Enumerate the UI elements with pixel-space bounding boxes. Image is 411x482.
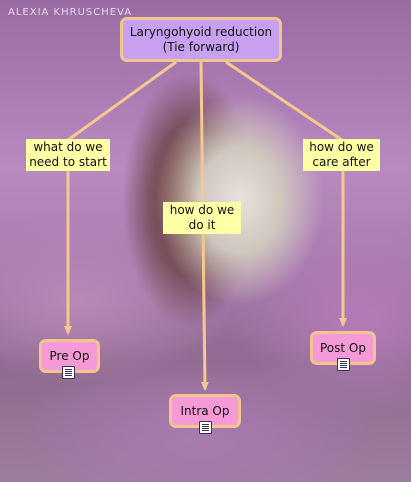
connector-root-split-right xyxy=(225,60,343,142)
link-label-line: care after xyxy=(312,155,371,169)
document-icon[interactable] xyxy=(199,421,212,434)
link-label-line: how do we xyxy=(169,203,235,217)
document-icon[interactable] xyxy=(62,366,75,379)
connector-root-split-left xyxy=(67,60,177,142)
root-node[interactable]: Laryngohyoid reduction (Tie forward) xyxy=(120,17,282,62)
intra-op-label: Intra Op xyxy=(180,404,230,418)
link-label-pre-op[interactable]: what do we need to start xyxy=(26,139,110,171)
link-label-line: need to start xyxy=(29,155,107,169)
link-label-line: what do we xyxy=(33,140,103,154)
link-label-line: how do we xyxy=(309,140,374,154)
root-title: Laryngohyoid reduction xyxy=(129,25,273,39)
document-icon[interactable] xyxy=(337,358,350,371)
root-subtitle: (Tie forward) xyxy=(162,40,240,54)
watermark: ALEXIA KHRUSCHEVA xyxy=(8,7,133,18)
pre-op-label: Pre Op xyxy=(49,349,90,363)
link-label-post-op[interactable]: how do we care after xyxy=(303,139,380,171)
post-op-label: Post Op xyxy=(320,341,366,355)
link-label-intra-op[interactable]: how do we do it xyxy=(163,202,241,234)
link-label-line: do it xyxy=(188,218,216,232)
